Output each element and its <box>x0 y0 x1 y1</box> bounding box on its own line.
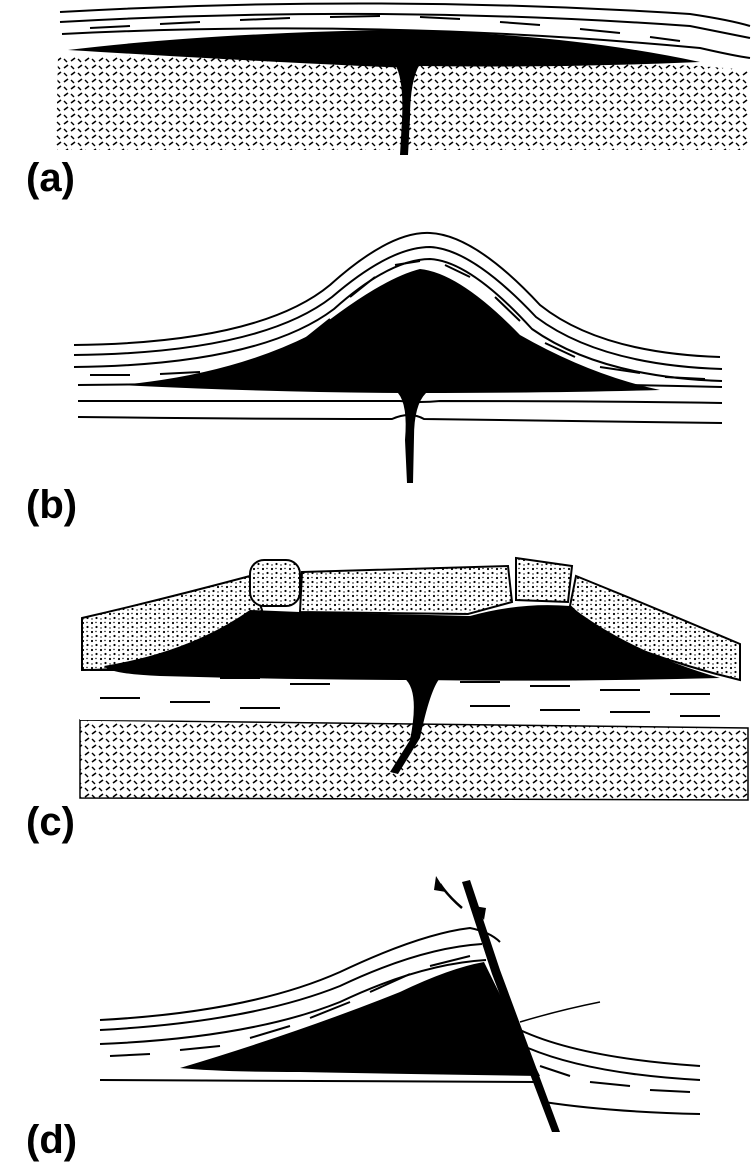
feeder-dike-icon <box>390 678 440 774</box>
fault-arrow-icon <box>434 876 446 892</box>
shale-dashes <box>539 1065 691 1093</box>
cover-block <box>515 556 574 604</box>
stratum-line <box>73 245 723 370</box>
intrusion-body <box>68 30 700 68</box>
fault-arrow-icon <box>438 883 463 909</box>
fault-plane <box>462 880 560 1132</box>
cover-block <box>298 564 514 616</box>
panel-label-d: (d) <box>26 1118 78 1162</box>
stratum-line <box>519 1029 701 1067</box>
stratum-line <box>77 399 723 404</box>
feeder-dike-icon <box>398 393 426 483</box>
cover-block <box>249 559 301 607</box>
feeder-dike-icon <box>395 64 420 155</box>
stratum-line <box>77 414 723 424</box>
intrusion-body <box>180 962 540 1076</box>
stratum-line <box>59 12 751 39</box>
panel-label-a: (a) <box>26 156 75 200</box>
panel-a-diagram <box>56 2 751 155</box>
basement-rock <box>79 719 749 801</box>
stratum-line <box>99 959 487 1045</box>
stratum-line <box>99 1079 541 1083</box>
panel-c-diagram <box>79 556 749 801</box>
intrusion-body <box>104 605 720 681</box>
stratum-line <box>61 27 751 59</box>
panel-c: (c) <box>0 540 754 860</box>
stratum-line <box>73 257 723 382</box>
basement-rock <box>56 55 748 150</box>
stratum-line <box>527 1047 701 1081</box>
panel-b-diagram <box>73 231 723 483</box>
stratum-line <box>543 1101 701 1115</box>
panel-d-diagram <box>99 876 701 1132</box>
panel-label-b: (b) <box>26 483 78 527</box>
intrusion-body <box>120 269 660 393</box>
stratum-line <box>59 2 751 27</box>
stratum-line <box>73 231 721 358</box>
panel-a: (a) <box>0 0 754 210</box>
shale-dashes <box>109 955 471 1057</box>
panel-b: (b) <box>0 225 754 535</box>
fault-arrow-icon <box>474 906 486 920</box>
shale-dashes <box>89 15 681 42</box>
panel-label-c: (c) <box>26 800 75 844</box>
stratum-line <box>99 943 483 1031</box>
stratum-line <box>519 1001 601 1023</box>
panel-d: (d) <box>0 862 754 1165</box>
